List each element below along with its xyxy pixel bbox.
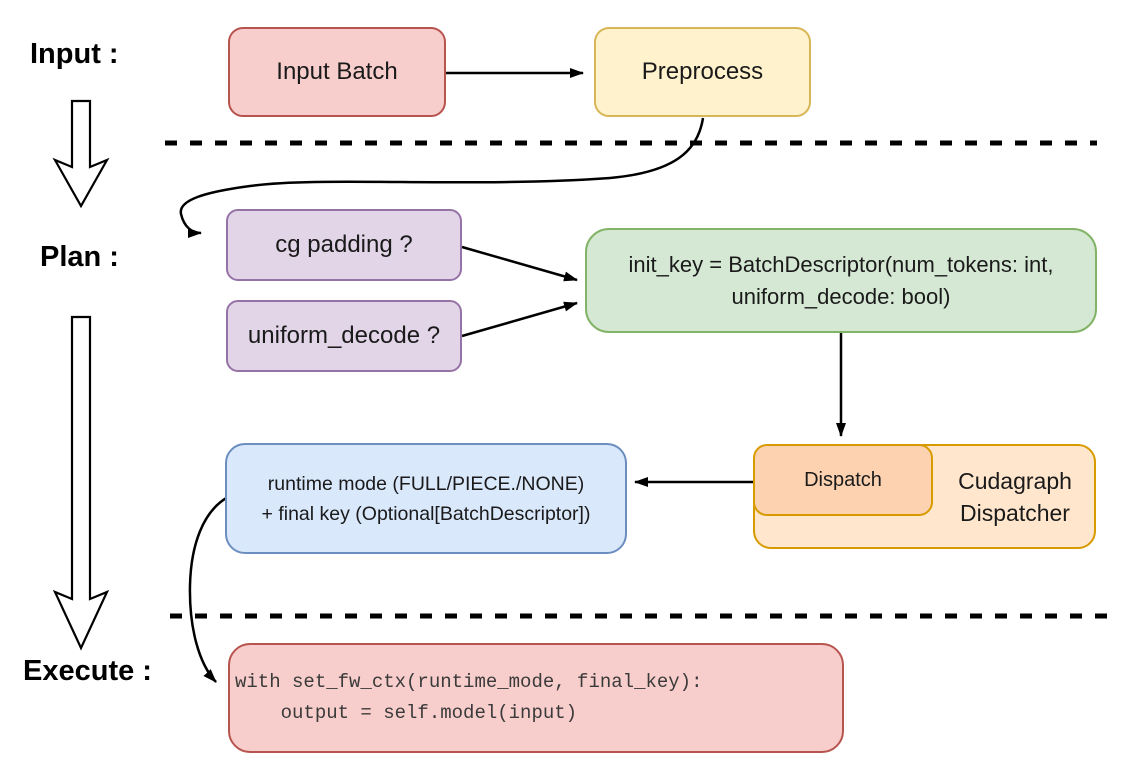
node-dispatch-label: Dispatch	[804, 468, 882, 491]
down-arrow-input-to-plan-icon	[52, 99, 110, 209]
node-input-batch: Input Batch	[228, 27, 446, 117]
node-preprocess: Preprocess	[594, 27, 811, 117]
down-arrow-plan-to-execute-icon	[52, 315, 110, 651]
arrow-uniform-decode-to-init-key	[461, 301, 578, 338]
node-runtime-mode: runtime mode (FULL/PIECE./NONE) + final …	[225, 443, 627, 554]
arrow-cg-padding-to-init-key	[461, 245, 578, 282]
arrow-runtime-mode-to-execute-code	[188, 495, 229, 683]
node-cudagraph-dispatcher-label: Cudagraph Dispatcher	[958, 467, 1072, 526]
node-init-key-line1: init_key = BatchDescriptor(num_tokens: i…	[628, 251, 1054, 277]
stage-label-input: Input :	[30, 38, 119, 70]
node-cg-padding: cg padding ?	[226, 209, 462, 281]
stage-label-execute: Execute :	[23, 655, 152, 687]
node-execute-code: with set_fw_ctx(runtime_mode, final_key)…	[228, 643, 844, 753]
node-uniform-decode-label: uniform_decode ?	[247, 322, 441, 349]
node-preprocess-label: Preprocess	[641, 58, 764, 85]
stage-label-plan: Plan :	[40, 241, 119, 273]
node-init-key: init_key = BatchDescriptor(num_tokens: i…	[585, 228, 1097, 333]
node-runtime-mode-line1: runtime mode (FULL/PIECE./NONE)	[267, 472, 585, 495]
node-cg-padding-label: cg padding ?	[275, 231, 413, 258]
node-execute-code-line2: output = self.model(input)	[235, 702, 578, 724]
node-input-batch-label: Input Batch	[276, 58, 398, 85]
node-uniform-decode: uniform_decode ?	[226, 300, 462, 372]
node-dispatch: Dispatch	[753, 444, 933, 516]
node-init-key-line2: uniform_decode: bool)	[731, 283, 951, 309]
node-runtime-mode-line2: + final key (Optional[BatchDescriptor])	[261, 502, 591, 525]
node-execute-code-line1: with set_fw_ctx(runtime_mode, final_key)…	[235, 671, 703, 693]
